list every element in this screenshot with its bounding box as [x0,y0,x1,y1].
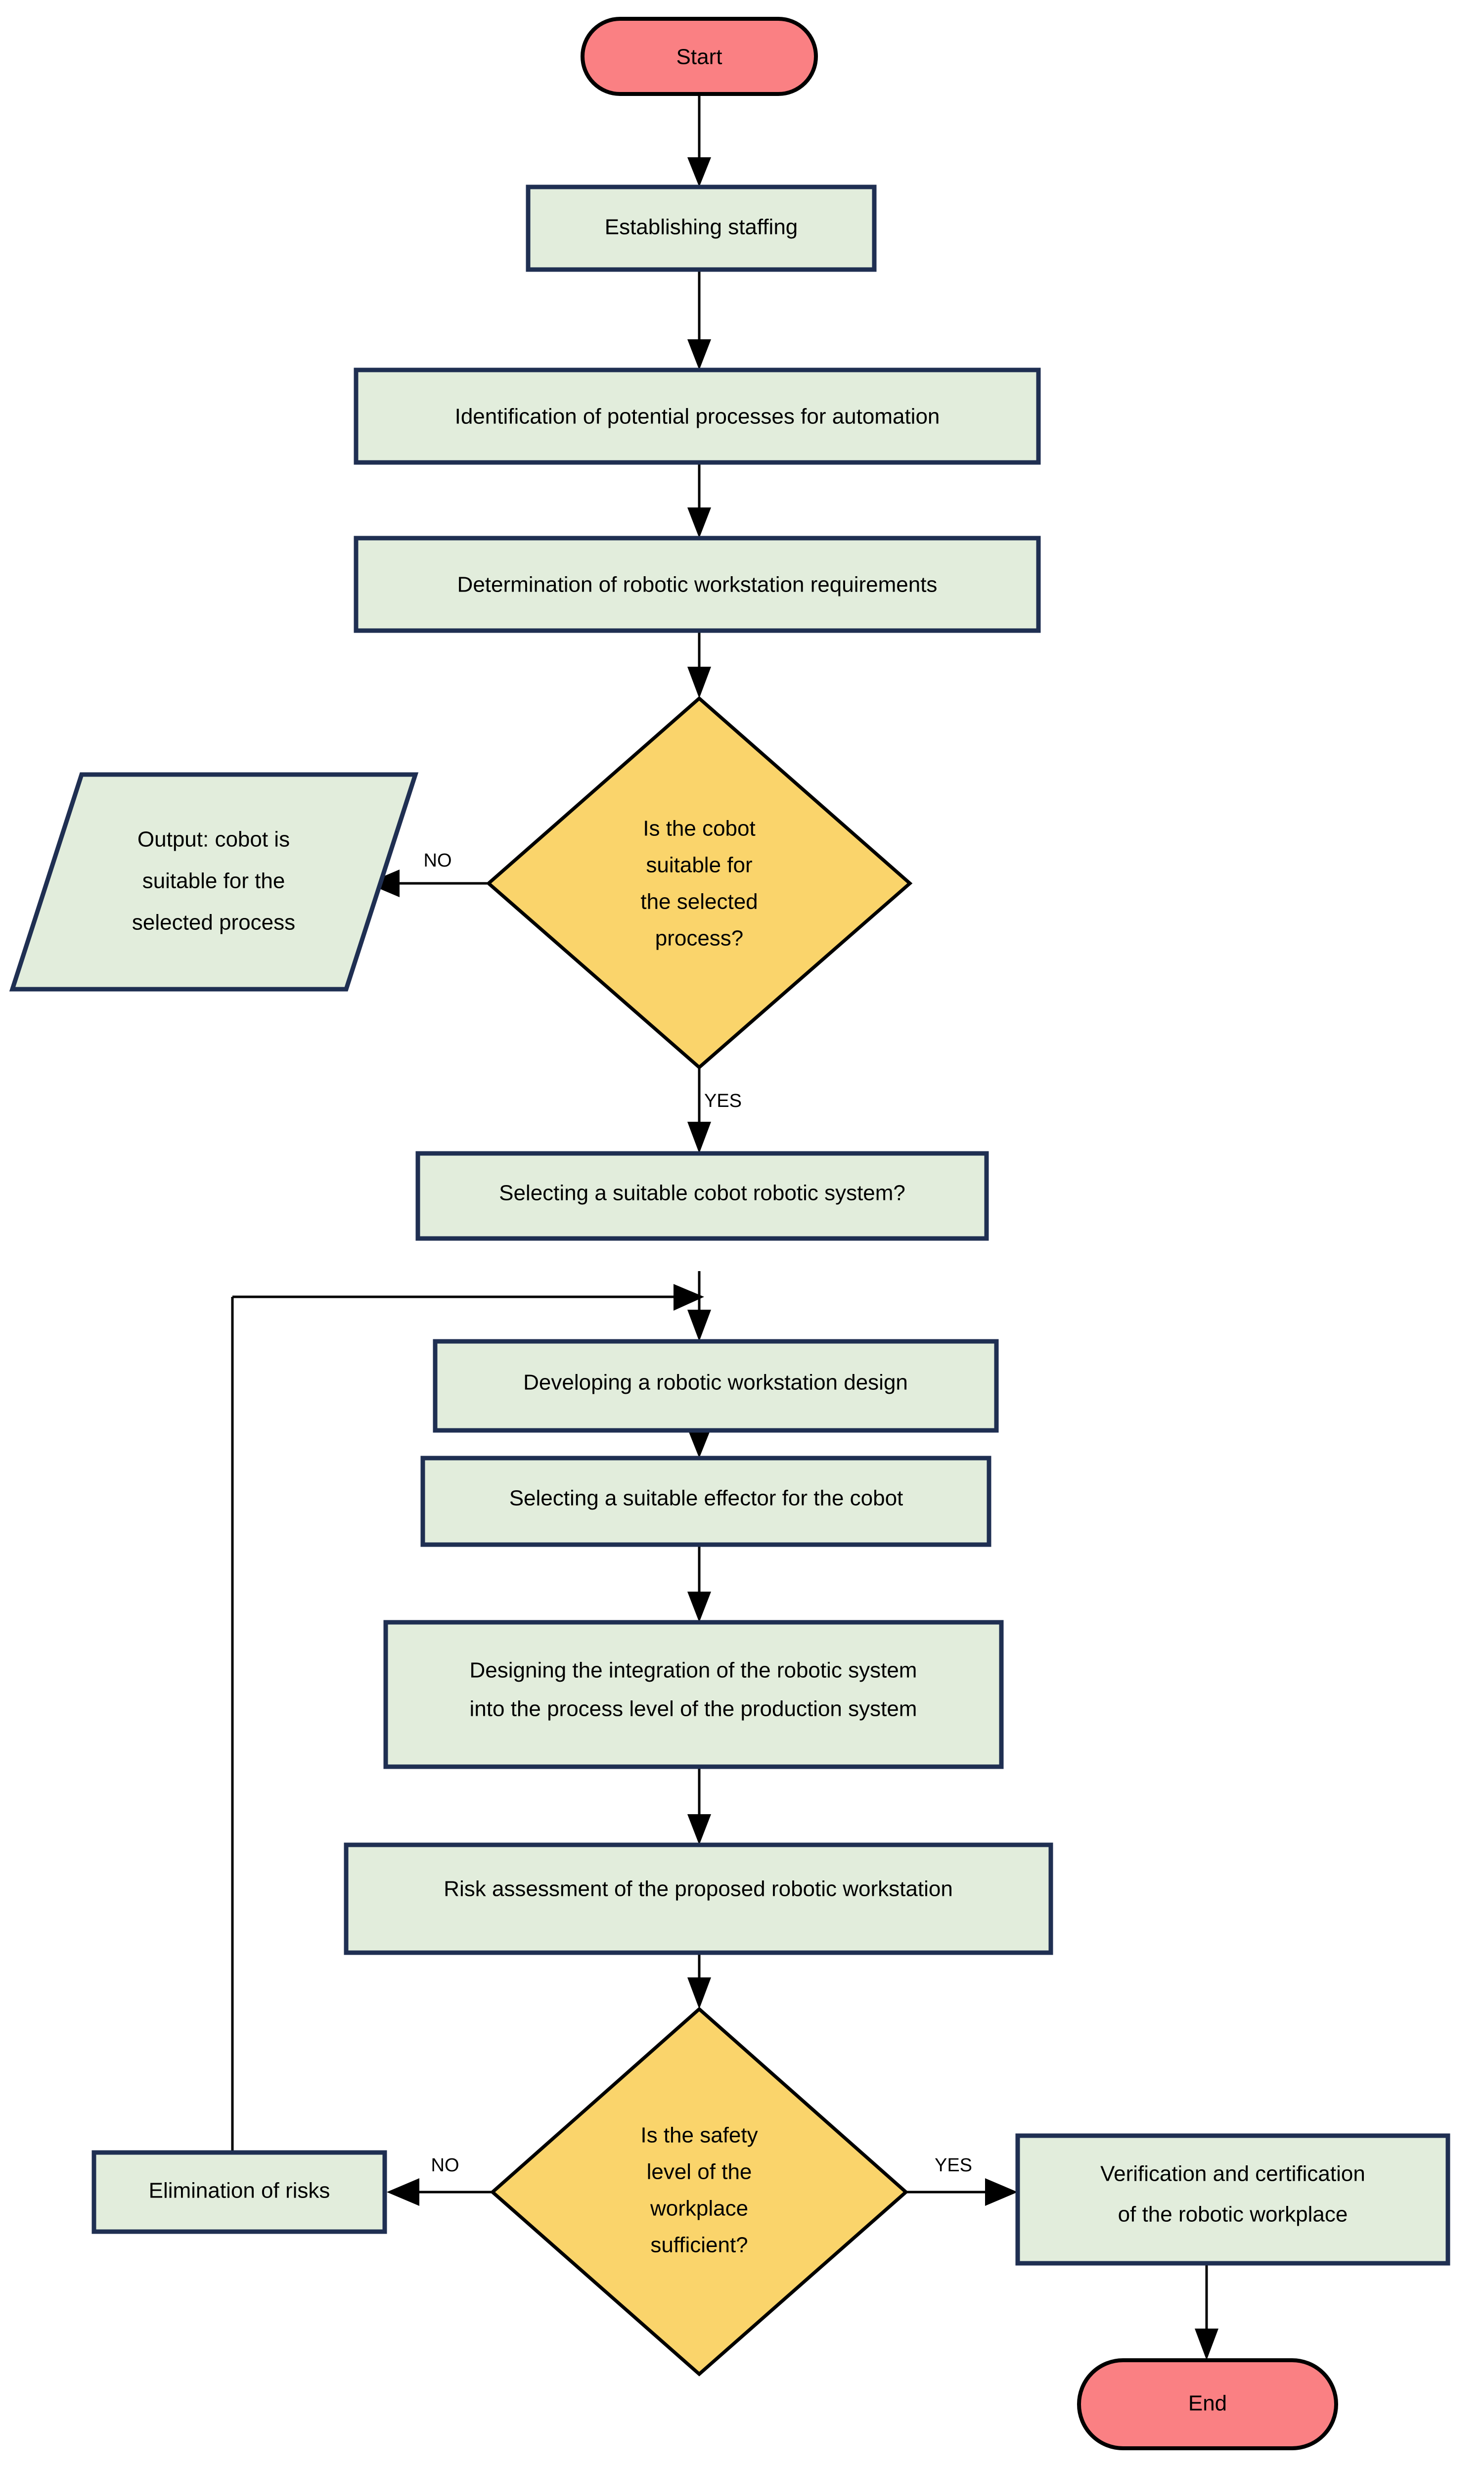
edge-effector-to-integration [687,1544,711,1622]
edge-decide1-to-selectsys [687,1067,711,1153]
node-developing-workstation-design[interactable]: Developing a robotic workstation design [433,1339,999,1433]
connector-layer [231,94,1218,2360]
node-selecting-cobot-system[interactable]: Selecting a suitable cobot robotic syste… [415,1151,989,1241]
node-output1-label-line-1: Output: cobot is [137,827,290,852]
edge-staffing-to-identify [687,270,711,370]
node-identification-of-processes[interactable]: Identification of potential processes fo… [354,367,1041,465]
node-verify-label-line-1: Verification and certification [1100,2162,1365,2186]
edge-label-layer: NO YES NO YES [424,850,973,2176]
edge-start-to-staffing [687,94,711,187]
node-verification-certification[interactable]: Verification and certification of the ro… [1015,2133,1450,2266]
node-decide1-label-line-3: the selected [640,890,758,914]
edge-selectsys-to-develop [687,1271,711,1341]
node-staffing-label: Establishing staffing [605,215,798,239]
node-decision-cobot-suitable[interactable]: Is the cobot suitable for the selected p… [486,696,913,1070]
node-selectsys-label: Selecting a suitable cobot robotic syste… [499,1181,905,1205]
edge-decide2-to-verify [905,2178,1018,2206]
node-develop-label: Developing a robotic workstation design [523,1371,908,1395]
node-output-cobot-suitable[interactable]: Output: cobot is suitable for the select… [9,772,419,992]
node-effector-label: Selecting a suitable effector for the co… [509,1486,903,1511]
node-risk-assessment[interactable]: Risk assessment of the proposed robotic … [344,1842,1053,1955]
edge-risk-to-decide2 [687,1953,711,2009]
node-determination-of-requirements[interactable]: Determination of robotic workstation req… [354,536,1041,633]
edge-elimination-loopback [231,1284,704,2152]
node-decide2-label-line-2: level of the [647,2160,752,2184]
edge-determine-to-decide1 [687,631,711,698]
node-start-label: Start [676,45,722,69]
node-elimination-label: Elimination of risks [149,2179,330,2203]
node-integration-label-line-2: into the process level of the production… [470,1697,917,1721]
edge-decide2-to-elimination [387,2178,495,2206]
node-integration-label-line-1: Designing the integration of the robotic… [470,1658,917,1683]
edge-verify-to-end [1195,2263,1218,2360]
node-decide1-label-line-1: Is the cobot [643,817,755,841]
node-selecting-effector[interactable]: Selecting a suitable effector for the co… [420,1456,991,1547]
edge-develop-to-effector-main [687,1428,711,1458]
node-elimination-of-risks[interactable]: Elimination of risks [91,2150,387,2234]
node-designing-integration[interactable]: Designing the integration of the robotic… [383,1620,1004,1769]
node-identify-label: Identification of potential processes fo… [455,405,940,429]
node-verify-label-line-2: of the robotic workplace [1118,2202,1348,2227]
node-decide2-label-line-3: workplace [650,2197,748,2221]
node-decide1-label-line-2: suitable for [646,853,752,877]
edge-label-no-1: NO [424,850,452,871]
node-output1-label-line-2: suitable for the [142,869,285,893]
node-risk-label: Risk assessment of the proposed robotic … [444,1877,953,1901]
node-end-label: End [1188,2391,1227,2416]
edge-integration-to-risk [687,1767,711,1845]
edge-decide1-to-output1 [367,870,487,897]
edge-identify-to-determine [687,462,711,538]
edge-label-yes-2: YES [935,2155,972,2176]
node-establishing-staffing[interactable]: Establishing staffing [526,184,877,272]
node-decide2-label-line-4: sufficient? [650,2233,748,2257]
node-start[interactable]: Start [581,17,818,96]
edge-label-no-2: NO [431,2155,459,2176]
node-decision-safety-sufficient[interactable]: Is the safety level of the workplace suf… [490,2007,909,2377]
node-decide2-label-line-1: Is the safety [640,2123,758,2148]
node-decide1-label-line-4: process? [655,926,744,951]
node-end[interactable]: End [1077,2358,1338,2450]
node-determine-label: Determination of robotic workstation req… [457,573,938,597]
edge-label-yes-1: YES [704,1091,742,1111]
node-output1-label-line-3: selected process [132,911,295,935]
